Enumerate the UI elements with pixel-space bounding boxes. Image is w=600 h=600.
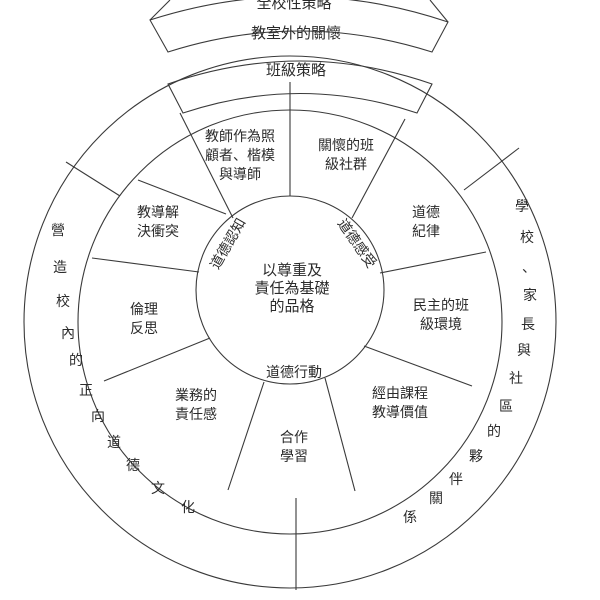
center-label: 以尊重及 責任為基礎 的品格 (254, 261, 329, 315)
segment-democratic-classroom: 民主的班 級環境 (413, 298, 469, 333)
school-strategy-banner (149, 0, 449, 23)
svg-text:級社群: 級社群 (325, 157, 367, 173)
outer-char: 家 (523, 287, 537, 304)
outer-divider-left (65, 161, 121, 197)
outer-char: 係 (403, 510, 417, 526)
class-strategy-label: 班級策略 (266, 61, 326, 79)
outer-char: 營 (51, 223, 65, 239)
svg-text:與導師: 與導師 (219, 167, 261, 183)
school-strategy-label: 全校性策略 (256, 0, 331, 12)
outer-char: 區 (499, 399, 513, 415)
svg-text:級環境: 級環境 (420, 317, 462, 333)
outer-char: 學 (515, 199, 529, 215)
svg-text:責任為基礎: 責任為基礎 (254, 279, 329, 297)
moral-action-label: 道德行動 (266, 365, 322, 381)
outer-char: 關 (429, 491, 443, 507)
outer-char: 、 (522, 260, 536, 276)
segment-caring-community: 關懷的班 級社群 (318, 138, 374, 173)
svg-text:民主的班: 民主的班 (413, 298, 469, 314)
outer-char: 道 (107, 435, 121, 451)
class-strategy-banner (167, 60, 433, 114)
outside-care-banner (149, 0, 449, 53)
outer-char: 與 (517, 343, 531, 359)
moral-knowing-label: 道德認知 (207, 215, 250, 272)
outer-char: 正 (79, 383, 93, 399)
svg-text:道德: 道德 (412, 205, 440, 221)
segment-responsibility: 業務的 責任感 (175, 388, 217, 423)
svg-text:的品格: 的品格 (269, 297, 314, 315)
outer-char: 文 (151, 481, 165, 497)
svg-text:合作: 合作 (280, 430, 308, 446)
outside-care-label: 教室外的關懷 (251, 24, 341, 42)
outer-char: 向 (91, 409, 105, 425)
segment-values-curriculum: 經由課程 教導價值 (372, 386, 428, 421)
svg-text:決衝突: 決衝突 (137, 224, 179, 240)
outer-ring (23, 55, 557, 589)
segment-moral-discipline: 道德 紀律 (412, 205, 440, 240)
svg-text:關懷的班: 關懷的班 (318, 138, 374, 154)
segment-cooperative-learning: 合作 學習 (280, 430, 308, 465)
outer-char: 化 (181, 500, 195, 516)
outer-char: 內 (61, 326, 75, 342)
svg-text:紀律: 紀律 (412, 224, 440, 240)
outer-char: 伴 (449, 472, 463, 488)
outer-divider-right (463, 147, 520, 191)
segment-teacher-role: 教師作為照 顧者、楷模 與導師 (205, 129, 275, 183)
svg-text:顧者、楷模: 顧者、楷模 (205, 148, 275, 164)
svg-text:業務的: 業務的 (175, 388, 217, 404)
svg-text:學習: 學習 (280, 449, 308, 465)
outer-char: 校 (56, 293, 70, 310)
svg-text:以尊重及: 以尊重及 (262, 261, 322, 279)
segment-ethical-reflection: 倫理 反思 (130, 302, 158, 337)
outer-char: 校 (520, 229, 534, 246)
outer-char: 夥 (469, 449, 483, 465)
segment-spokes (91, 82, 487, 492)
svg-text:教導價值: 教導價值 (372, 404, 428, 421)
outer-char: 社 (509, 371, 523, 387)
svg-text:反思: 反思 (130, 321, 158, 337)
svg-text:教師作為照: 教師作為照 (205, 129, 275, 145)
outer-char: 造 (53, 260, 67, 276)
outer-char: 的 (69, 353, 83, 369)
svg-text:教導解: 教導解 (137, 205, 179, 221)
outer-char: 的 (487, 424, 501, 440)
segment-conflict-resolution: 教導解 決衝突 (137, 205, 179, 240)
outer-char: 德 (126, 458, 140, 474)
svg-text:經由課程: 經由課程 (372, 386, 428, 402)
svg-text:責任感: 責任感 (175, 406, 217, 423)
outer-char: 長 (521, 317, 535, 333)
svg-text:倫理: 倫理 (130, 302, 158, 318)
